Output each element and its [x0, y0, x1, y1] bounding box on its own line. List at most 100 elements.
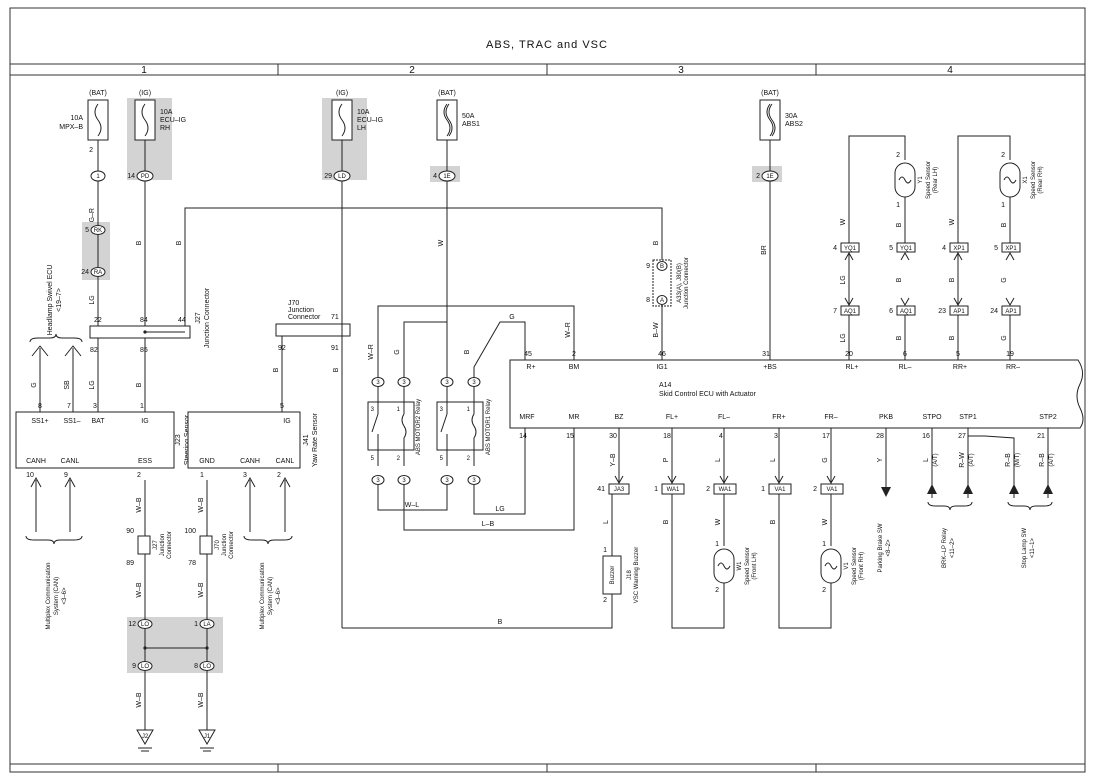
svg-text:B: B	[498, 619, 503, 626]
svg-text:(A/T): (A/T)	[1049, 453, 1055, 466]
svg-text:R–W: R–W	[959, 452, 966, 468]
front-speed-sensors: P WA1 1 L WA1 2 B W 1 2 W1 Speed Sensor …	[654, 428, 865, 629]
svg-text:4: 4	[942, 245, 946, 252]
svg-text:VA1: VA1	[827, 487, 839, 493]
grid-column-2: 2	[409, 65, 415, 76]
svg-text:3: 3	[243, 472, 247, 479]
svg-text:1: 1	[715, 541, 719, 548]
svg-text:FR–: FR–	[824, 414, 837, 421]
svg-text:System (CAN): System (CAN)	[54, 577, 60, 615]
svg-text:JA3: JA3	[614, 487, 625, 493]
steering-sensor: 8 7 3 1 SS1+ SS1– BAT IG CANH CANL ESS 1…	[15, 403, 191, 479]
svg-text:G: G	[509, 314, 514, 321]
svg-text:IG: IG	[283, 418, 290, 425]
svg-text:(Rear RH): (Rear RH)	[1038, 166, 1044, 193]
svg-text:(BAT): (BAT)	[89, 90, 107, 97]
svg-text:W: W	[840, 218, 847, 225]
svg-text:Multiplex Communication: Multiplex Communication	[46, 562, 52, 629]
svg-text:4: 4	[719, 433, 723, 440]
svg-text:G: G	[1001, 277, 1008, 282]
svg-text:STP2: STP2	[1039, 414, 1057, 421]
svg-text:Junction Connector: Junction Connector	[204, 287, 211, 348]
svg-text:G: G	[1001, 335, 1008, 340]
svg-text:W1: W1	[737, 561, 743, 571]
svg-text:1: 1	[896, 202, 900, 209]
svg-text:ECU–IG: ECU–IG	[160, 117, 186, 124]
svg-text:2: 2	[89, 147, 93, 154]
svg-text:3: 3	[774, 433, 778, 440]
svg-text:CANH: CANH	[26, 458, 46, 465]
svg-text:Junction Connector: Junction Connector	[684, 257, 690, 309]
svg-text:J41: J41	[303, 434, 310, 445]
svg-text:B: B	[896, 335, 903, 340]
svg-text:LD: LD	[338, 174, 346, 180]
fuse-ecu-ig-rh: (IG) 10A ECU–IG RH PD 14	[127, 90, 186, 182]
svg-text:J1: J1	[204, 734, 211, 740]
svg-text:VA1: VA1	[775, 487, 787, 493]
svg-text:9: 9	[646, 263, 650, 270]
svg-text:78: 78	[188, 560, 196, 567]
svg-text:Multiplex Communication: Multiplex Communication	[260, 562, 266, 629]
svg-text:(BAT): (BAT)	[438, 90, 456, 97]
svg-text:2: 2	[706, 486, 710, 493]
svg-text:Junction: Junction	[288, 307, 314, 314]
svg-text:Y1: Y1	[918, 176, 924, 184]
svg-text:J27: J27	[153, 540, 159, 550]
svg-text:Junction: Junction	[222, 534, 228, 556]
svg-text:AP1: AP1	[953, 309, 965, 315]
svg-text:6: 6	[889, 308, 893, 315]
svg-text:Speed Sensor: Speed Sensor	[926, 161, 932, 199]
svg-text:2: 2	[822, 587, 826, 594]
svg-text:ABS MOTOR2 Relay: ABS MOTOR2 Relay	[416, 399, 422, 455]
svg-text:(Rear LH): (Rear LH)	[933, 167, 939, 193]
svg-text:18: 18	[663, 433, 671, 440]
svg-text:Speed Sensor: Speed Sensor	[1031, 161, 1037, 199]
svg-text:A: A	[660, 298, 664, 304]
svg-text:2: 2	[813, 486, 817, 493]
col1-lower-wiring: Multiplex Communication System (CAN) <3–…	[25, 476, 216, 752]
svg-text:29: 29	[324, 173, 332, 180]
svg-text:J70: J70	[288, 300, 299, 307]
svg-text:V1: V1	[844, 562, 850, 570]
svg-text:(IG): (IG)	[139, 90, 151, 97]
svg-text:12: 12	[128, 621, 136, 628]
svg-text:B: B	[1001, 222, 1008, 227]
svg-text:CANH: CANH	[240, 458, 260, 465]
svg-text:7: 7	[67, 403, 71, 410]
svg-text:W–B: W–B	[198, 692, 205, 708]
svg-text:RA: RA	[94, 270, 102, 276]
svg-text:W: W	[715, 518, 722, 525]
svg-text:2: 2	[1001, 152, 1005, 159]
svg-text:W–B: W–B	[198, 582, 205, 598]
svg-text:MPX–B: MPX–B	[59, 124, 83, 131]
svg-text:B: B	[770, 519, 777, 524]
svg-text:17: 17	[822, 433, 830, 440]
svg-text:1: 1	[654, 486, 658, 493]
svg-text:LG: LG	[89, 295, 96, 304]
svg-text:LG: LG	[495, 506, 504, 513]
diagram-title: ABS, TRAC and VSC	[486, 39, 608, 51]
a33-j80-junction: B B 9 A 8 A33(A), J80(B) Junction Connec…	[524, 181, 771, 360]
svg-text:<3–6>: <3–6>	[276, 587, 282, 605]
svg-text:L: L	[715, 458, 722, 462]
svg-text:R+: R+	[526, 364, 535, 371]
svg-text:J27: J27	[195, 312, 202, 323]
svg-text:30: 30	[609, 433, 617, 440]
svg-text:B: B	[136, 382, 143, 387]
svg-text:2: 2	[137, 472, 141, 479]
grid-column-4: 4	[947, 65, 953, 76]
svg-text:XP1: XP1	[1005, 246, 1017, 252]
svg-text:Speed Sensor: Speed Sensor	[745, 547, 751, 585]
svg-text:BZ: BZ	[615, 414, 625, 421]
svg-text:J23: J23	[175, 434, 182, 445]
svg-text:BRK–LP Relay: BRK–LP Relay	[942, 528, 948, 568]
svg-text:1: 1	[467, 407, 471, 413]
svg-text:100: 100	[184, 528, 196, 535]
diagram-frame	[9, 7, 1086, 773]
svg-text:YQ1: YQ1	[900, 246, 913, 252]
svg-text:10A: 10A	[71, 115, 84, 122]
svg-text:MRF: MRF	[519, 414, 534, 421]
svg-text:45: 45	[524, 351, 532, 358]
svg-text:7: 7	[833, 308, 837, 315]
svg-text:W: W	[438, 239, 445, 246]
